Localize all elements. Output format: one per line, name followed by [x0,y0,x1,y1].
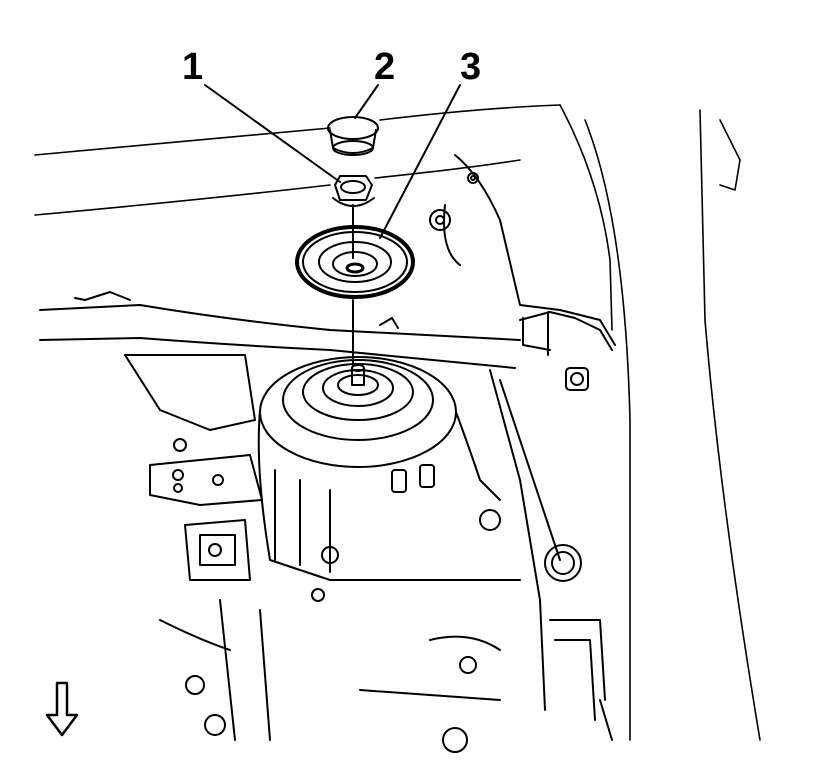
left-bracket [124,354,263,581]
lower-body-structure [159,369,613,753]
callout-2: 2 [374,46,396,88]
strut-tower-panel [429,154,616,391]
part-3-insulator [295,225,415,299]
cowl-crossmember [39,291,521,369]
down-arrow-icon [45,681,79,737]
hood-panel-lines [34,104,761,741]
callout-3: 3 [460,46,482,88]
callout-leader-lines [204,84,461,239]
callout-1: 1 [182,46,204,88]
strut-mount-tower [257,356,521,602]
part-2-cap [327,116,379,156]
